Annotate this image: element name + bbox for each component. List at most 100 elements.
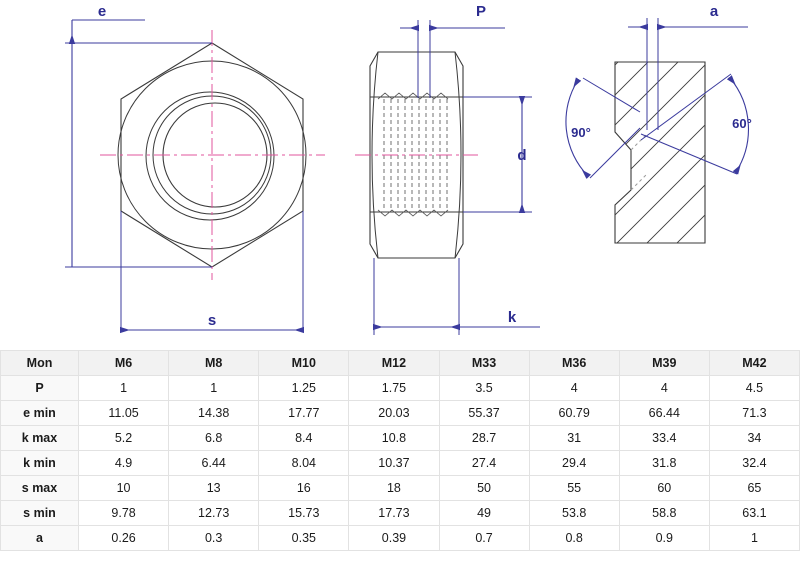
angle-90-leg-lower <box>589 127 641 179</box>
column-header-m39: M39 <box>618 350 710 376</box>
table-cell: 0.39 <box>348 525 440 551</box>
table-cell: 55.37 <box>438 400 530 426</box>
table-cell: 53.8 <box>528 500 620 526</box>
table-cell: 65 <box>708 475 800 501</box>
table-cell: 15.73 <box>258 500 350 526</box>
table-cell: 4.9 <box>77 450 170 476</box>
thread-crest-marks <box>377 92 449 217</box>
table-cell: 49 <box>438 500 530 526</box>
table-cell: 1 <box>77 375 170 401</box>
table-cell: 6.8 <box>168 425 260 451</box>
dim-label-k: k <box>508 309 517 326</box>
table-cell: 0.3 <box>168 525 260 551</box>
angle-arc-90 <box>565 77 592 180</box>
table-cell: 0.9 <box>618 525 710 551</box>
technical-drawing: e s <box>65 3 752 335</box>
dim-label-e: e <box>98 3 106 20</box>
table-cell: 34 <box>708 425 800 451</box>
table-cell: 8.4 <box>258 425 350 451</box>
row-label: P <box>0 375 79 401</box>
row-label: s max <box>0 475 79 501</box>
table-cell: 12.73 <box>168 500 260 526</box>
table-cell: 0.35 <box>258 525 350 551</box>
table-cell: 13 <box>168 475 260 501</box>
table-cell: 1.25 <box>258 375 350 401</box>
table-cell: 6.44 <box>168 450 260 476</box>
table-header: Mon M6 M8 M10 M12 M33 M36 M39 M42 <box>0 350 800 376</box>
table-cell: 11.05 <box>77 400 170 426</box>
row-label: s min <box>0 500 79 526</box>
table-cell: 63.1 <box>708 500 800 526</box>
column-header-m6: M6 <box>77 350 170 376</box>
table-row: k min 4.9 6.44 8.04 10.37 27.4 29.4 31.8… <box>0 450 800 476</box>
table-body: P 1 1 1.25 1.75 3.5 4 4 4.5 e min 11.05 … <box>0 375 800 551</box>
table-cell: 9.78 <box>77 500 170 526</box>
row-label: k min <box>0 450 79 476</box>
right-chamfer-arc <box>454 51 462 259</box>
column-header-mon: Mon <box>0 350 79 376</box>
table-cell: 0.7 <box>438 525 530 551</box>
table-cell: 31.8 <box>618 450 710 476</box>
specification-table: Mon M6 M8 M10 M12 M33 M36 M39 M42 P 1 1 … <box>0 350 800 551</box>
column-header-m36: M36 <box>528 350 620 376</box>
table-cell: 32.4 <box>708 450 800 476</box>
table-cell: 58.8 <box>618 500 710 526</box>
table-cell: 31 <box>528 425 620 451</box>
column-header-m8: M8 <box>168 350 260 376</box>
row-label: k max <box>0 425 79 451</box>
front-view: P d k <box>355 3 540 335</box>
internal-thread-lines <box>383 99 448 210</box>
table-cell: 1 <box>168 375 260 401</box>
table-cell: 66.44 <box>618 400 710 426</box>
row-label: e min <box>0 400 79 426</box>
table-cell: 4.5 <box>708 375 800 401</box>
table-cell: 28.7 <box>438 425 530 451</box>
angle-arc-60 <box>726 75 749 175</box>
table-row: s min 9.78 12.73 15.73 17.73 49 53.8 58.… <box>0 500 800 526</box>
table-cell: 10 <box>77 475 170 501</box>
angle-label-60: 60° <box>732 116 752 131</box>
specification-table-container: Mon M6 M8 M10 M12 M33 M36 M39 M42 P 1 1 … <box>0 350 800 551</box>
table-cell: 1.75 <box>348 375 440 401</box>
table-cell: 10.37 <box>348 450 440 476</box>
thread-major-circle <box>145 91 275 221</box>
left-chamfer-arc <box>371 51 379 259</box>
dim-label-s: s <box>208 312 216 329</box>
column-header-m12: M12 <box>348 350 440 376</box>
table-cell: 27.4 <box>438 450 530 476</box>
table-cell: 50 <box>438 475 530 501</box>
row-label: a <box>0 525 79 551</box>
table-cell: 5.2 <box>77 425 170 451</box>
table-cell: 33.4 <box>618 425 710 451</box>
dim-label-a: a <box>710 3 719 20</box>
column-header-m10: M10 <box>258 350 350 376</box>
table-row: P 1 1 1.25 1.75 3.5 4 4 4.5 <box>0 375 800 401</box>
thread-detail-view: a 90° 60° <box>565 3 752 244</box>
table-row: k max 5.2 6.8 8.4 10.8 28.7 31 33.4 34 <box>0 425 800 451</box>
angle-60-leg-lower <box>640 133 738 175</box>
table-cell: 8.04 <box>258 450 350 476</box>
table-cell: 60.79 <box>528 400 620 426</box>
table-cell: 10.8 <box>348 425 440 451</box>
table-cell: 18 <box>348 475 440 501</box>
table-cell: 16 <box>258 475 350 501</box>
table-cell: 3.5 <box>438 375 530 401</box>
table-cell: 0.26 <box>77 525 170 551</box>
table-cell: 4 <box>528 375 620 401</box>
table-cell: 0.8 <box>528 525 620 551</box>
angle-90-leg-upper <box>582 77 641 113</box>
column-header-m33: M33 <box>438 350 530 376</box>
dim-label-d: d <box>517 147 526 164</box>
top-view: e s <box>65 3 325 334</box>
column-header-m42: M42 <box>708 350 800 376</box>
table-row: e min 11.05 14.38 17.77 20.03 55.37 60.7… <box>0 400 800 426</box>
dim-label-p: P <box>476 3 486 20</box>
table-cell: 1 <box>708 525 800 551</box>
table-cell: 20.03 <box>348 400 440 426</box>
angle-label-90: 90° <box>571 125 591 140</box>
thread-profile-outline <box>614 61 706 244</box>
table-header-row: Mon M6 M8 M10 M12 M33 M36 M39 M42 <box>0 350 800 376</box>
table-cell: 60 <box>618 475 710 501</box>
table-cell: 14.38 <box>168 400 260 426</box>
